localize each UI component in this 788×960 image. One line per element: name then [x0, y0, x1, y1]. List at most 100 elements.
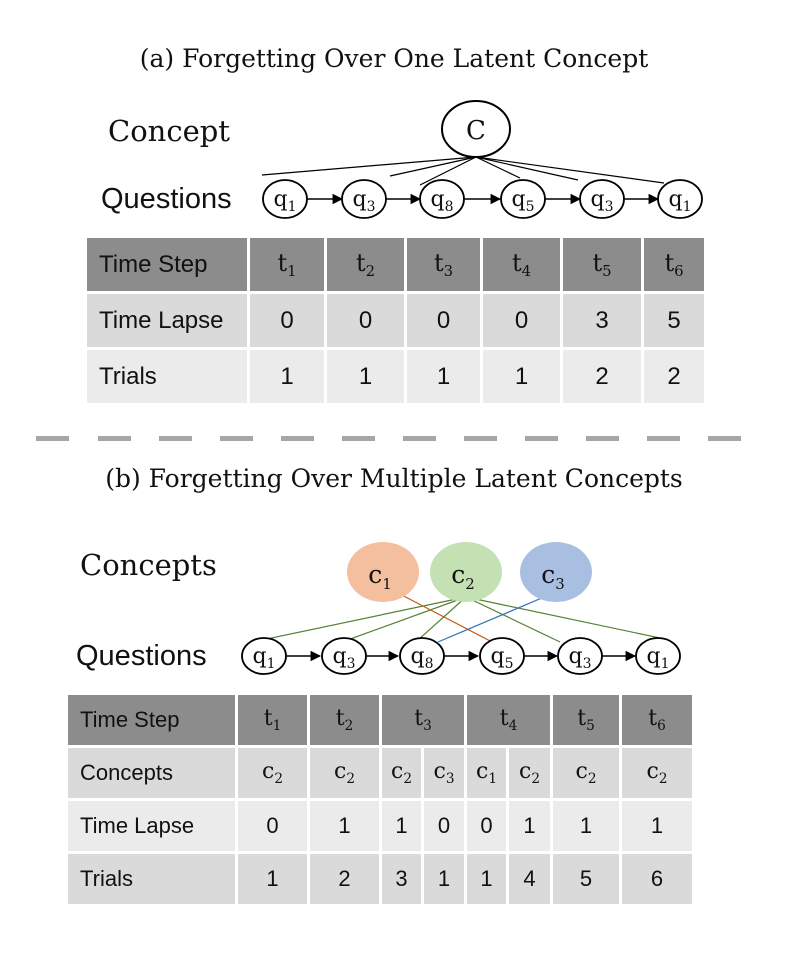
- header-label: Time Step: [87, 238, 247, 291]
- concept-node-c: [441, 100, 511, 158]
- svg-text:q1: q1: [668, 187, 691, 215]
- time-step-cell: t3: [382, 695, 464, 745]
- table-row: Time Lapse 0 0 0 0 3 5: [87, 294, 704, 347]
- row-label: Time Lapse: [87, 294, 247, 347]
- table-cell: 0: [424, 801, 464, 851]
- svg-text:q8: q8: [410, 644, 433, 672]
- questions-label-b: Questions: [76, 640, 207, 672]
- concept-node-c1: c1: [347, 542, 419, 602]
- svg-text:q3: q3: [352, 187, 375, 215]
- table-row: Concepts c2 c2 c2 c3 c1 c2 c2 c2: [68, 748, 692, 798]
- table-cell: 1: [327, 350, 404, 403]
- table-cell: 1: [250, 350, 324, 403]
- table-header-row: Time Step t1 t2 t3 t4 t5 t6: [87, 238, 704, 291]
- concept-edges-a: [261, 156, 665, 186]
- concept-node-c-label: C: [466, 116, 486, 146]
- time-step-cell: t5: [563, 238, 641, 291]
- concepts-label: Concepts: [80, 548, 217, 582]
- time-step-cell: t5: [553, 695, 619, 745]
- concept-label: Concept: [108, 114, 230, 148]
- table-cell: 1: [622, 801, 692, 851]
- svg-text:q5: q5: [490, 644, 513, 672]
- concept-cell: c2: [310, 748, 379, 798]
- question-node: q8: [399, 637, 445, 675]
- table-cell: 0: [467, 801, 506, 851]
- concept-node-c3: c3: [520, 542, 592, 602]
- table-cell: 3: [382, 854, 421, 904]
- svg-text:q3: q3: [332, 644, 355, 672]
- svg-text:c2: c2: [451, 560, 475, 593]
- header-label: Time Step: [68, 695, 235, 745]
- svg-text:q3: q3: [568, 644, 591, 672]
- svg-text:q1: q1: [252, 644, 275, 672]
- time-step-cell: t1: [250, 238, 324, 291]
- table-cell: 4: [509, 854, 550, 904]
- concept-cell: c2: [553, 748, 619, 798]
- svg-text:q8: q8: [430, 187, 453, 215]
- table-row: Trials 1 1 1 1 2 2: [87, 350, 704, 403]
- concept-cell: c3: [424, 748, 464, 798]
- table-cell: 6: [622, 854, 692, 904]
- question-node: q1: [262, 179, 308, 219]
- table-cell: 1: [310, 801, 379, 851]
- table-cell: 1: [238, 854, 307, 904]
- question-node: q5: [479, 637, 525, 675]
- row-label: Time Lapse: [68, 801, 235, 851]
- table-cell: 5: [644, 294, 704, 347]
- panel-b-title: (b) Forgetting Over Multiple Latent Conc…: [105, 464, 683, 493]
- table-cell: 1: [509, 801, 550, 851]
- table-cell: 1: [467, 854, 506, 904]
- table-cell: 1: [424, 854, 464, 904]
- table-row: Trials 1 2 3 1 1 4 5 6: [68, 854, 692, 904]
- question-node: q3: [557, 637, 603, 675]
- questions-label-a: Questions: [101, 183, 232, 215]
- row-label: Concepts: [68, 748, 235, 798]
- table-cell: 0: [407, 294, 480, 347]
- question-node: q1: [241, 637, 287, 675]
- time-table-b: Time Step t1 t2 t3 t4 t5 t6 Concepts c2 …: [65, 692, 695, 907]
- time-step-cell: t1: [238, 695, 307, 745]
- svg-text:c3: c3: [541, 560, 565, 593]
- svg-text:c1: c1: [368, 560, 392, 593]
- svg-text:q1: q1: [646, 644, 669, 672]
- time-table-a: Time Step t1 t2 t3 t4 t5 t6 Time Lapse 0…: [84, 235, 707, 406]
- table-header-row: Time Step t1 t2 t3 t4 t5 t6: [68, 695, 692, 745]
- question-node: q1: [635, 637, 681, 675]
- time-step-cell: t6: [644, 238, 704, 291]
- time-step-cell: t4: [483, 238, 560, 291]
- table-cell: 0: [238, 801, 307, 851]
- table-cell: 0: [483, 294, 560, 347]
- table-cell: 1: [407, 350, 480, 403]
- svg-text:q3: q3: [590, 187, 613, 215]
- time-step-cell: t2: [327, 238, 404, 291]
- table-cell: 2: [563, 350, 641, 403]
- svg-text:q5: q5: [511, 187, 534, 215]
- panel-a-title: (a) Forgetting Over One Latent Concept: [139, 44, 649, 73]
- concept-cell: c2: [622, 748, 692, 798]
- table-cell: 1: [553, 801, 619, 851]
- table-cell: 3: [563, 294, 641, 347]
- question-node: q8: [419, 179, 465, 219]
- concept-cell: c2: [238, 748, 307, 798]
- concept-cell: c2: [382, 748, 421, 798]
- row-label: Trials: [87, 350, 247, 403]
- concept-cell: c1: [467, 748, 506, 798]
- table-cell: 2: [644, 350, 704, 403]
- time-step-cell: t3: [407, 238, 480, 291]
- time-step-cell: t2: [310, 695, 379, 745]
- table-cell: 0: [250, 294, 324, 347]
- concept-edges-b: [261, 591, 661, 644]
- time-step-cell: t6: [622, 695, 692, 745]
- question-node: q3: [341, 179, 387, 219]
- svg-text:q1: q1: [273, 187, 296, 215]
- table-cell: 5: [553, 854, 619, 904]
- table-cell: 1: [382, 801, 421, 851]
- concept-cell: c2: [509, 748, 550, 798]
- time-step-cell: t4: [467, 695, 550, 745]
- table-cell: 1: [483, 350, 560, 403]
- table-row: Time Lapse 0 1 1 0 0 1 1 1: [68, 801, 692, 851]
- question-node: q3: [579, 179, 625, 219]
- table-cell: 0: [327, 294, 404, 347]
- table-cell: 2: [310, 854, 379, 904]
